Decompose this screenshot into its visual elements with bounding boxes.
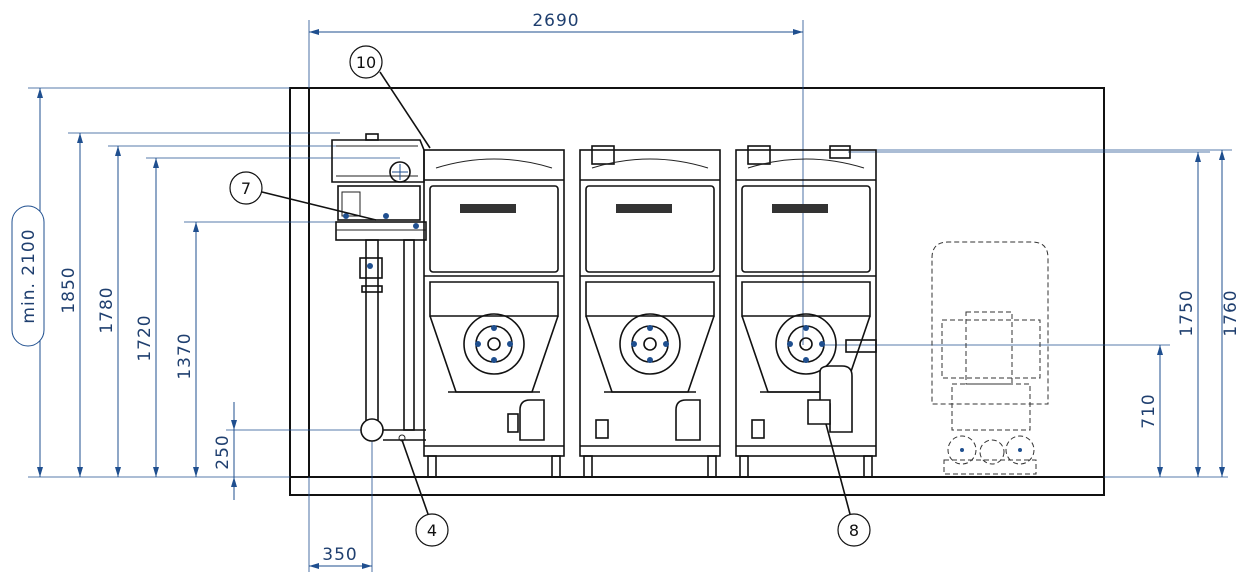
callout-10: 10 xyxy=(349,45,431,149)
dimension-min-2100: min. 2100 xyxy=(11,87,290,478)
callout-10-text: 10 xyxy=(356,53,376,72)
callout-4: 4 xyxy=(401,439,449,547)
dim-1850-text: 1850 xyxy=(59,266,79,313)
dimension-1760: 1760 xyxy=(870,149,1241,477)
dim-350-text: 350 xyxy=(322,545,357,565)
tank-unit-2 xyxy=(579,145,721,478)
dim-2690-text: 2690 xyxy=(532,11,579,31)
callout-7: 7 xyxy=(229,171,377,221)
dim-1750-text: 1750 xyxy=(1177,289,1197,336)
room-outline xyxy=(289,87,1105,496)
dimension-1720: 1720 xyxy=(135,157,400,477)
dimension-250: 250 xyxy=(213,402,372,500)
callout-7-text: 7 xyxy=(241,179,251,198)
dimension-2690: 2690 xyxy=(308,11,804,345)
dim-250-text: 250 xyxy=(213,434,233,469)
tank-unit-1 xyxy=(423,149,565,478)
dim-710-text: 710 xyxy=(1139,393,1159,428)
tank-unit-3 xyxy=(735,145,877,478)
dimension-1370: 1370 xyxy=(175,221,420,477)
optional-unit-dashed xyxy=(931,241,1049,475)
dim-1370-text: 1370 xyxy=(175,332,195,379)
callout-8: 8 xyxy=(825,423,871,547)
dim-1760-text: 1760 xyxy=(1221,289,1241,336)
dimension-1850: 1850 xyxy=(59,132,340,477)
dim-1780-text: 1780 xyxy=(97,286,117,333)
dimension-1780: 1780 xyxy=(97,145,340,477)
callout-8-text: 8 xyxy=(849,521,859,540)
dimension-710: 710 xyxy=(820,344,1170,477)
dimension-350: 350 xyxy=(308,430,373,572)
pump-assembly xyxy=(331,133,427,241)
dimension-1750: 1750 xyxy=(848,151,1228,478)
left-piping xyxy=(359,239,426,442)
dim-min-2100-text: min. 2100 xyxy=(19,228,39,323)
dim-1720-text: 1720 xyxy=(135,314,155,361)
callout-4-text: 4 xyxy=(427,521,437,540)
